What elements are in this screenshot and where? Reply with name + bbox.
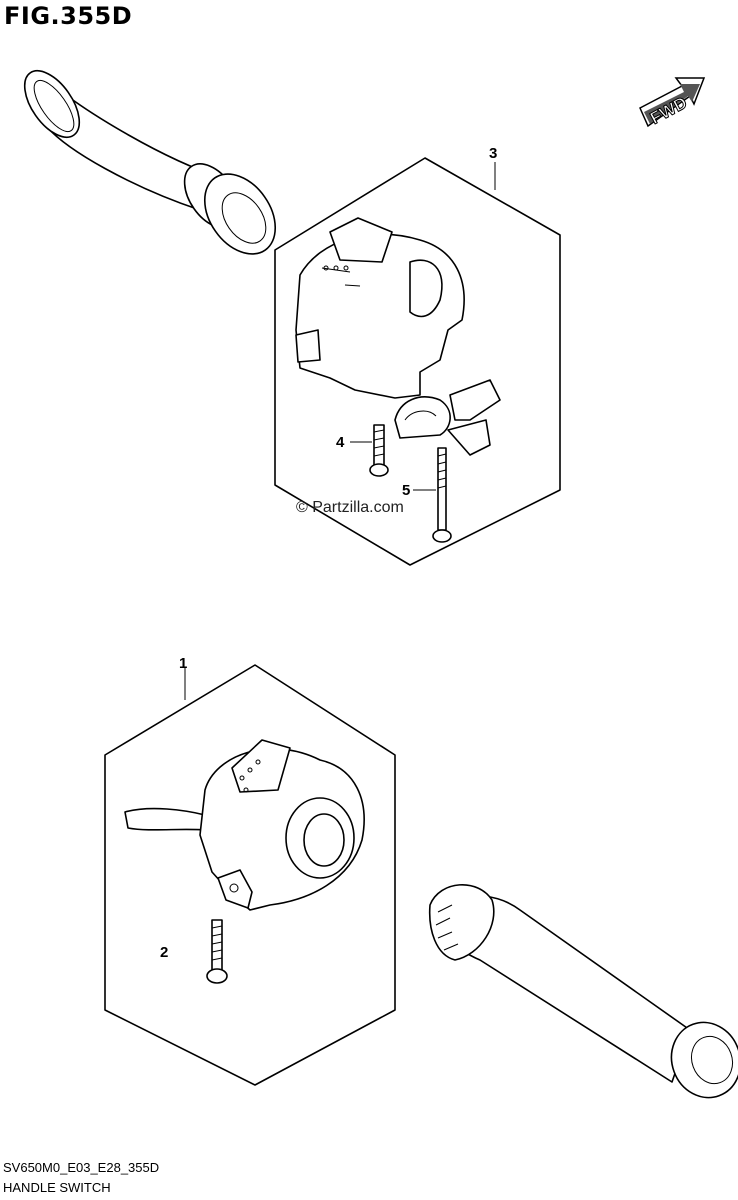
left-handle-switch: [295, 217, 501, 456]
figure-title: FIG.355D: [4, 2, 133, 30]
callout-4: 4: [336, 434, 345, 451]
right-handle-switch: [124, 739, 365, 911]
assembly-frame-1: [104, 664, 396, 1086]
watermark: © Partzilla.com: [296, 499, 404, 516]
callout-5: 5: [402, 482, 410, 499]
assembly-frame-3: [274, 157, 561, 566]
right-throttle-grip: [428, 884, 738, 1099]
screw-2: [206, 919, 228, 984]
drawing-code: SV650M0_E03_E28_355D: [3, 1160, 160, 1175]
callout-2: 2: [160, 944, 168, 961]
screw-5: [432, 447, 452, 543]
drawing-name: HANDLE SWITCH: [3, 1180, 111, 1195]
callout-1: 1: [179, 655, 187, 672]
left-grip: [23, 70, 277, 255]
callout-3: 3: [489, 145, 497, 162]
screw-4: [369, 424, 389, 477]
fwd-arrow-icon: FWD: [639, 77, 706, 128]
